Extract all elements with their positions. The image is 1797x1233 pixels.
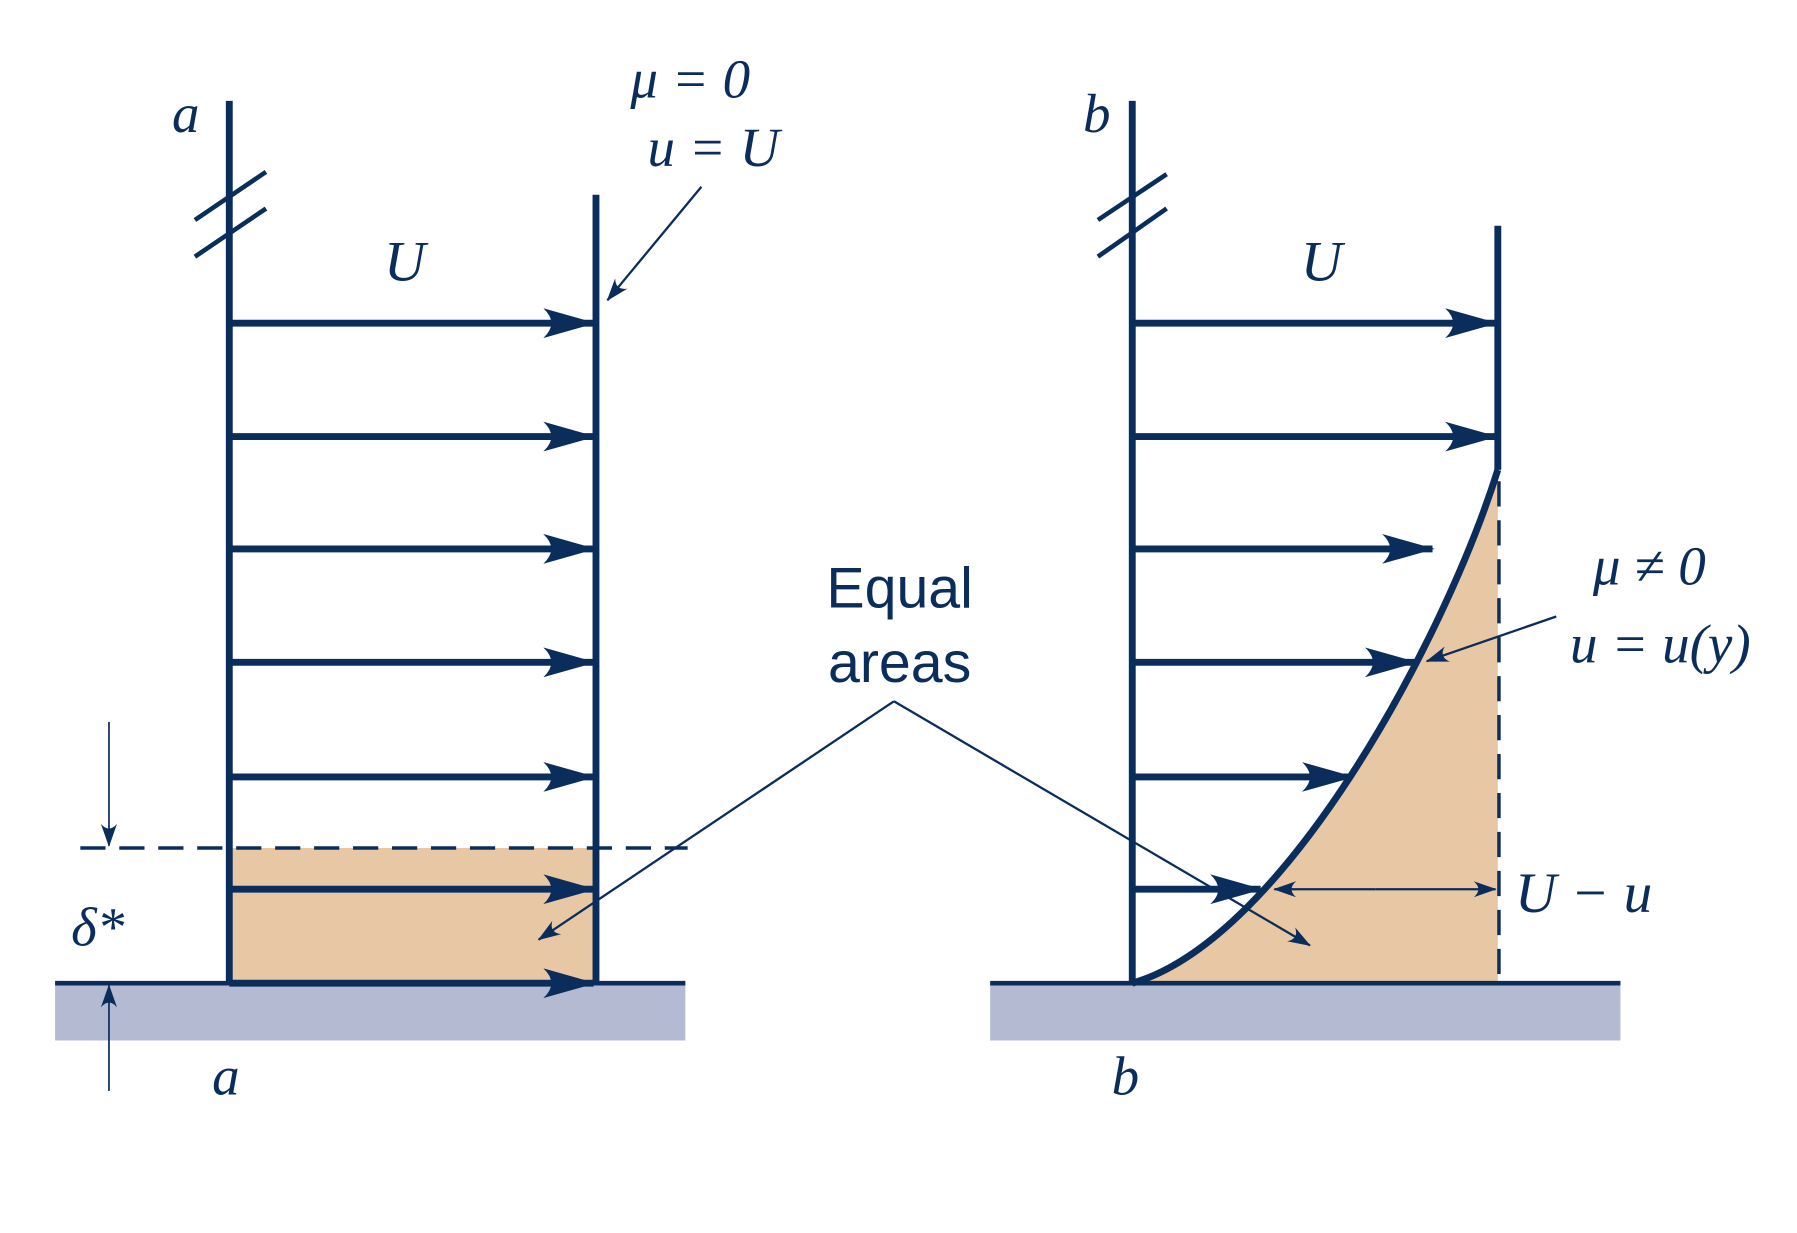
velocity-arrows-left xyxy=(229,308,596,999)
ground-right xyxy=(990,983,1621,1041)
velocity-deficit-area xyxy=(1132,469,1498,984)
freestream-velocity-label-left: U xyxy=(384,231,429,294)
section-label-a-bottom: a xyxy=(212,1045,240,1106)
velocity-profile-curve xyxy=(1131,468,1502,987)
profile-pointer xyxy=(1425,615,1557,663)
equal-areas-line2: areas xyxy=(828,631,971,695)
inviscid-pointer xyxy=(606,186,703,302)
velocity-arrows-right xyxy=(1132,308,1498,905)
profile-velocity-label: u = u(y) xyxy=(1570,613,1751,674)
deficit-label: U − u xyxy=(1515,862,1652,925)
inviscid-viscosity-label: μ = 0 xyxy=(629,48,750,109)
break-marks-left xyxy=(193,169,268,259)
section-label-b-bottom: b xyxy=(1112,1045,1139,1106)
displacement-area xyxy=(229,847,596,984)
right-panel: U − u b b U μ ≠ 0 u = u(y) xyxy=(990,83,1751,1106)
viscous-viscosity-label: μ ≠ 0 xyxy=(1592,535,1706,596)
equal-areas-annotation: Equal areas xyxy=(537,556,1311,947)
freestream-velocity-label-right: U xyxy=(1301,231,1346,294)
break-marks-right xyxy=(1096,172,1168,259)
uniform-velocity-label: u = U xyxy=(648,117,783,178)
section-label-a-top: a xyxy=(172,83,200,144)
ground-left xyxy=(55,983,686,1041)
section-label-b-top: b xyxy=(1083,83,1111,144)
equal-areas-line1: Equal xyxy=(826,556,973,620)
pointer-to-left-area xyxy=(537,700,895,941)
delta-star-label: δ* xyxy=(71,896,125,957)
left-panel: δ* a a U μ = 0 u = U xyxy=(55,48,783,1106)
pointer-to-right-area xyxy=(893,700,1311,947)
